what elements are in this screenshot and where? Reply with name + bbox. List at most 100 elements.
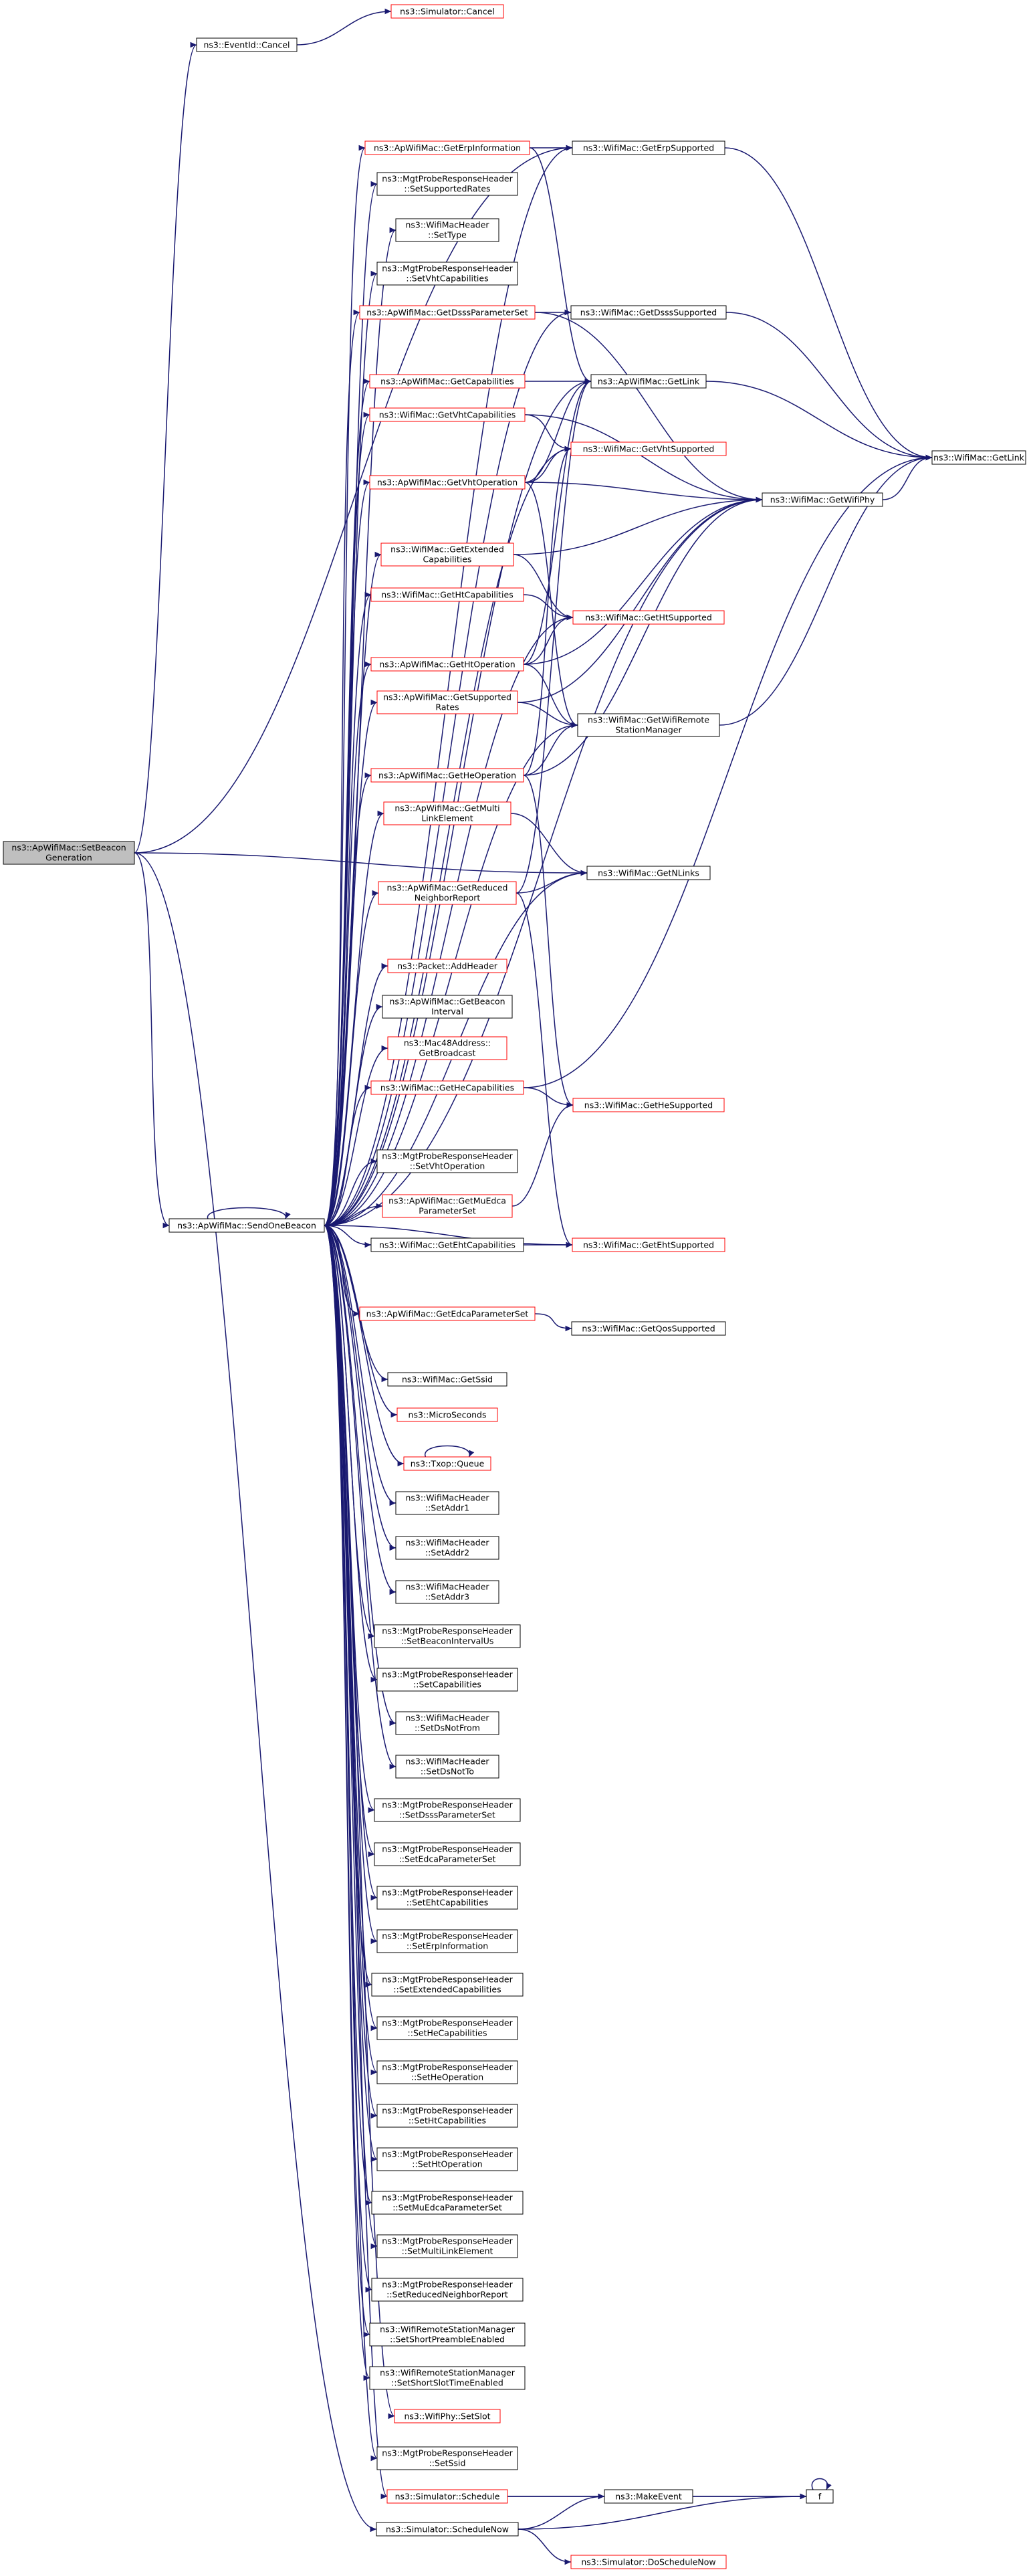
function-node-get-eht-supported[interactable]: ns3::WifiMac::GetEhtSupported	[572, 1237, 725, 1252]
function-node-set-reduced-neighbor-report[interactable]: ns3::MgtProbeResponseHeader::SetReducedN…	[371, 2278, 524, 2302]
node-box	[378, 881, 517, 905]
function-node-set-short-slot-time-enabled[interactable]: ns3::WifiRemoteStationManager::SetShortS…	[369, 2366, 526, 2390]
function-node-set-vht-operation[interactable]: ns3::MgtProbeResponseHeader::SetVhtOpera…	[376, 1149, 518, 1173]
node-label-line: ns3::ApWifiMac::GetMulti	[394, 803, 499, 813]
node-box	[359, 305, 536, 320]
function-node-eventid-cancel[interactable]: ns3::EventId::Cancel	[196, 37, 298, 52]
function-node-set-mu-edca-parameter-set[interactable]: ns3::MgtProbeResponseHeader::SetMuEdcaPa…	[371, 2191, 524, 2215]
call-edge-get_reduced_neighbor_report-to-apwifimac_getlink	[516, 378, 592, 894]
function-node-set-addr2[interactable]: ns3::WifiMacHeader::SetAddr2	[395, 1536, 499, 1560]
call-edge-get_ht_operation-to-get_ht_supported	[523, 614, 574, 665]
node-box	[380, 542, 514, 567]
function-node-get-vht-supported[interactable]: ns3::WifiMac::GetVhtSupported	[570, 441, 727, 456]
function-node-get-eht-capabilities[interactable]: ns3::WifiMac::GetEhtCapabilities	[370, 1237, 524, 1252]
call-edge-get_he_capabilities-to-get_he_supported	[523, 1087, 574, 1108]
function-node-set-ht-capabilities[interactable]: ns3::MgtProbeResponseHeader::SetHtCapabi…	[376, 2104, 518, 2128]
node-label-line: ::SetCapabilities	[413, 1680, 481, 1690]
node-label-line: ns3::WifiMacHeader	[405, 1757, 489, 1767]
function-node-set-he-capabilities[interactable]: ns3::MgtProbeResponseHeader::SetHeCapabi…	[376, 2016, 518, 2040]
node-box	[371, 2191, 524, 2215]
function-node-get-erp-information[interactable]: ns3::ApWifiMac::GetErpInformation	[364, 140, 530, 155]
function-node-get-wifi-phy[interactable]: ns3::WifiMac::GetWifiPhy	[762, 492, 883, 507]
function-node-microseconds[interactable]: ns3::MicroSeconds	[396, 1407, 498, 1422]
function-node-set-addr1[interactable]: ns3::WifiMacHeader::SetAddr1	[395, 1491, 499, 1515]
node-label-line: ::SetDsNotFrom	[415, 1723, 480, 1733]
function-node-f[interactable]: f	[806, 2489, 834, 2504]
function-node-send-one-beacon[interactable]: ns3::ApWifiMac::SendOneBeacon	[168, 1218, 325, 1233]
function-node-sim-schedule-now[interactable]: ns3::Simulator::ScheduleNow	[376, 2522, 519, 2537]
call-edge-send_one_beacon-to-get_vht_supported	[324, 445, 572, 1226]
function-node-make-event[interactable]: ns3::MakeEvent	[604, 2489, 693, 2504]
function-node-set-short-preamble-enabled[interactable]: ns3::WifiRemoteStationManager::SetShortP…	[369, 2322, 526, 2347]
function-node-set-edca-parameter-set[interactable]: ns3::MgtProbeResponseHeader::SetEdcaPara…	[374, 1842, 521, 1866]
function-node-set-erp-information[interactable]: ns3::MgtProbeResponseHeader::SetErpInfor…	[376, 1929, 518, 1953]
function-node-wifiphy-setslot[interactable]: ns3::WifiPhy::SetSlot	[394, 2409, 501, 2423]
node-box	[577, 713, 720, 737]
call-edge-send_one_beacon-to-set_ds_not_to	[324, 1225, 396, 1770]
function-node-set-he-operation[interactable]: ns3::MgtProbeResponseHeader::SetHeOperat…	[376, 2060, 518, 2084]
function-node-get-ht-supported[interactable]: ns3::WifiMac::GetHtSupported	[572, 610, 725, 625]
function-node-get-vht-capabilities[interactable]: ns3::WifiMac::GetVhtCapabilities	[369, 407, 526, 422]
function-node-set-ssid[interactable]: ns3::MgtProbeResponseHeader::SetSsid	[376, 2446, 518, 2470]
node-box	[376, 1668, 518, 1692]
function-node-get-ht-capabilities[interactable]: ns3::WifiMac::GetHtCapabilities	[370, 587, 524, 602]
function-node-sim-schedule[interactable]: ns3::Simulator::Schedule	[386, 2489, 508, 2504]
function-node-get-broadcast[interactable]: ns3::Mac48Address::GetBroadcast	[387, 1036, 507, 1060]
call-edge-get_vht_capabilities-to-get_vht_supported	[524, 414, 572, 452]
function-node-set-extended-capabilities[interactable]: ns3::MgtProbeResponseHeader::SetExtended…	[371, 1973, 524, 1997]
function-node-get-edca-parameter-set[interactable]: ns3::ApWifiMac::GetEdcaParameterSet	[359, 1306, 536, 1321]
function-node-get-wifi-remote-station-manager[interactable]: ns3::WifiMac::GetWifiRemoteStationManage…	[577, 713, 720, 737]
node-box	[395, 1711, 499, 1735]
node-box	[376, 2016, 518, 2040]
function-node-set-beacon-interval-us[interactable]: ns3::MgtProbeResponseHeader::SetBeaconIn…	[374, 1624, 521, 1648]
call-edge-get_he_operation-to-get_vht_supported	[523, 445, 572, 776]
function-node-get-erp-supported[interactable]: ns3::WifiMac::GetErpSupported	[572, 140, 725, 155]
function-node-get-capabilities[interactable]: ns3::ApWifiMac::GetCapabilities	[369, 374, 526, 389]
function-node-txop-queue[interactable]: ns3::Txop::Queue	[403, 1456, 491, 1471]
function-node-wifimac-getlink[interactable]: ns3::WifiMac::GetLink	[931, 450, 1026, 465]
function-node-get-qos-supported[interactable]: ns3::WifiMac::GetQosSupported	[571, 1321, 726, 1336]
function-node-packet-add-header[interactable]: ns3::Packet::AddHeader	[387, 959, 507, 973]
call-edge-get_ht_operation-to-get_wifi_phy	[523, 496, 763, 665]
node-label-line: ::SetVhtCapabilities	[406, 274, 488, 284]
node-box	[376, 1149, 518, 1173]
function-node-set-multi-link-element[interactable]: ns3::MgtProbeResponseHeader::SetMultiLin…	[376, 2234, 518, 2258]
function-node-get-he-capabilities[interactable]: ns3::WifiMac::GetHeCapabilities	[370, 1080, 524, 1095]
call-edge-get_edca_parameter_set-to-get_qos_supported	[534, 1313, 572, 1332]
call-edge-send_one_beacon-to-get_wifi_phy	[324, 496, 763, 1226]
node-label-line: ns3::WifiMac::GetLink	[933, 453, 1025, 463]
function-node-settype[interactable]: ns3::WifiMacHeader::SetType	[395, 218, 499, 242]
node-label-line: ::SetAddr2	[425, 1548, 469, 1558]
function-node-get-vht-operation[interactable]: ns3::ApWifiMac::GetVhtOperation	[369, 475, 526, 490]
node-label-line: ns3::MgtProbeResponseHeader	[382, 2236, 513, 2246]
function-node-set-ds-not-from[interactable]: ns3::WifiMacHeader::SetDsNotFrom	[395, 1711, 499, 1735]
function-node-set-addr3[interactable]: ns3::WifiMacHeader::SetAddr3	[395, 1580, 499, 1604]
call-edge-send_one_beacon-to-get_multi_link_element	[324, 810, 384, 1226]
function-node-get-ht-operation[interactable]: ns3::ApWifiMac::GetHtOperation	[370, 657, 524, 672]
function-node-set-supported-rates[interactable]: ns3::MgtProbeResponseHeader::SetSupporte…	[376, 172, 518, 196]
function-node-set-ht-operation[interactable]: ns3::MgtProbeResponseHeader::SetHtOperat…	[376, 2147, 518, 2171]
function-node-set-vht-capabilities[interactable]: ns3::MgtProbeResponseHeader::SetVhtCapab…	[376, 262, 518, 286]
function-node-get-nlinks[interactable]: ns3::WifiMac::GetNLinks	[586, 866, 711, 880]
function-node-set-eht-capabilities[interactable]: ns3::MgtProbeResponseHeader::SetEhtCapab…	[376, 1886, 518, 1910]
function-node-set-capabilities[interactable]: ns3::MgtProbeResponseHeader::SetCapabili…	[376, 1668, 518, 1692]
node-box	[369, 475, 526, 490]
function-node-get-dsss-supported[interactable]: ns3::WifiMac::GetDsssSupported	[570, 305, 727, 320]
function-node-sim-do-schedule-now[interactable]: ns3::Simulator::DoScheduleNow	[570, 2555, 727, 2569]
function-node-set-ds-not-to[interactable]: ns3::WifiMacHeader::SetDsNotTo	[395, 1755, 499, 1779]
node-label-line: ::SetAddr3	[425, 1592, 469, 1602]
function-node-sim-cancel[interactable]: ns3::Simulator::Cancel	[390, 4, 504, 19]
function-node-get-he-supported[interactable]: ns3::WifiMac::GetHeSupported	[572, 1098, 725, 1112]
function-node-set-dsss-parameter-set[interactable]: ns3::MgtProbeResponseHeader::SetDsssPara…	[374, 1798, 521, 1822]
function-node-get-dsss-parameter-set[interactable]: ns3::ApWifiMac::GetDsssParameterSet	[359, 305, 536, 320]
function-node-get-he-operation[interactable]: ns3::ApWifiMac::GetHeOperation	[370, 768, 524, 783]
function-node-get-ssid[interactable]: ns3::WifiMac::GetSsid	[387, 1372, 507, 1387]
function-node-apwifimac-getlink[interactable]: ns3::ApWifiMac::GetLink	[590, 374, 707, 389]
